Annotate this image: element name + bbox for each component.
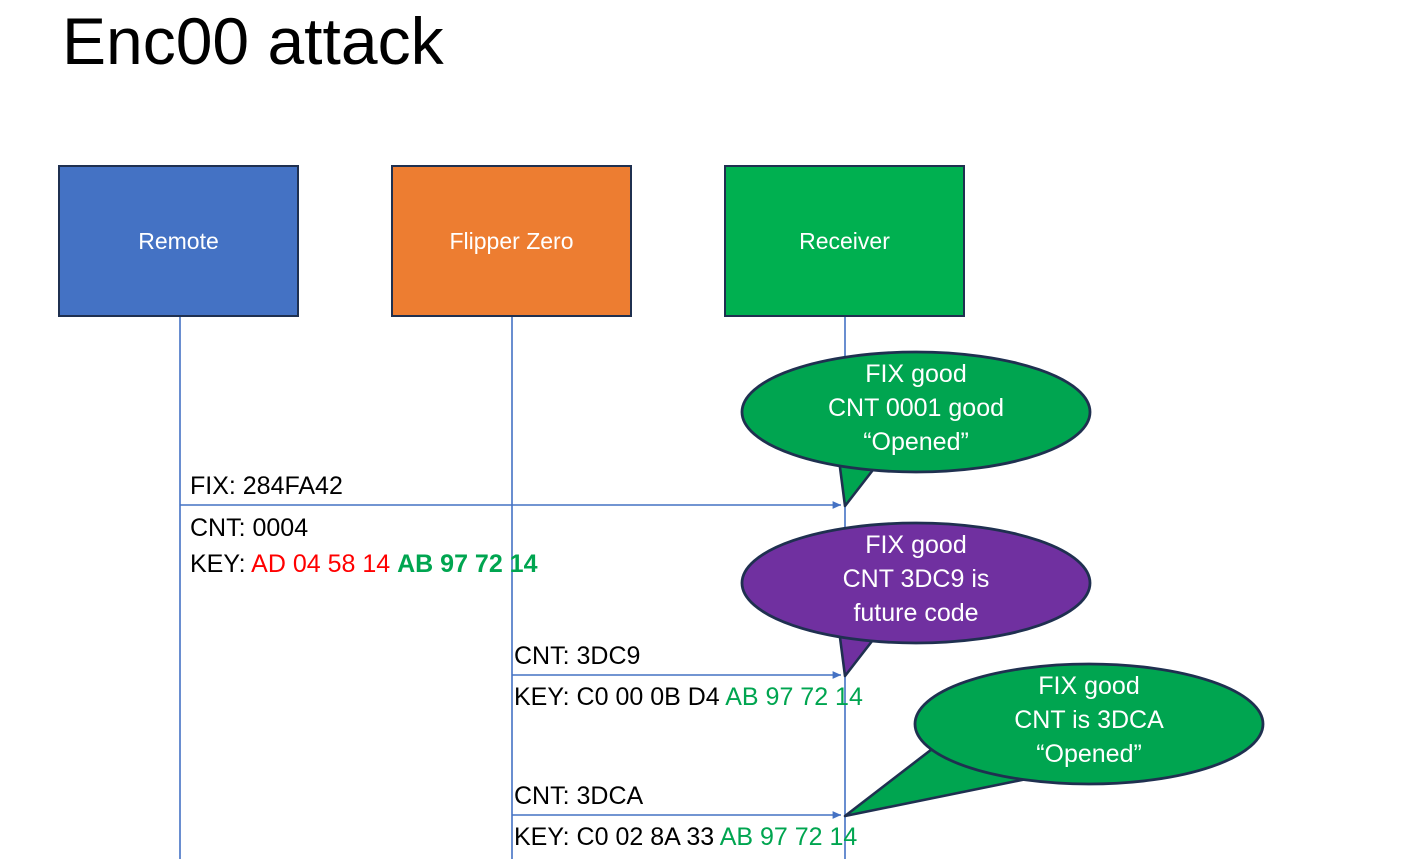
message-3-cnt: CNT: 3DCA (514, 780, 643, 813)
actor-box-remote[interactable]: Remote (58, 165, 299, 317)
callout-shape-3 (843, 662, 1265, 818)
callout-1-line-2: CNT 0001 good (827, 394, 1005, 422)
callout-1-line-3: “Opened” (863, 428, 969, 456)
callout-shape-2 (740, 521, 1092, 678)
message-2-cnt: CNT: 3DC9 (514, 640, 640, 673)
message-3-key: KEY: C0 02 8A 33 AB 97 72 14 (514, 821, 857, 854)
message-1-cnt-text: CNT: 0004 (190, 514, 309, 542)
message-1-key: KEY: AD 04 58 14 AB 97 72 14 (190, 548, 537, 581)
callout-2-text: FIX good CNT 3DC9 is future code (742, 528, 1090, 630)
message-1-fix: FIX: 284FA42 (190, 470, 343, 503)
callout-1-line-1: FIX good (865, 360, 967, 388)
callout-shape-1 (740, 350, 1092, 508)
callout-2-line-2: CNT 3DC9 is (842, 565, 990, 593)
callout-3-text: FIX good CNT is 3DCA “Opened” (915, 669, 1263, 771)
message-2-cnt-text: CNT: 3DC9 (514, 642, 641, 670)
message-1-fix-text: FIX: 284FA42 (190, 472, 343, 500)
message-2-key-label: KEY: C0 00 0B D4 (514, 683, 726, 711)
callout-3-line-3: “Opened” (1036, 740, 1142, 768)
message-1-key-red: AD 04 58 14 (251, 550, 398, 578)
page-title: Enc00 attack (62, 4, 444, 78)
callout-3-line-1: FIX good (1038, 672, 1140, 700)
callout-2-line-3: future code (853, 599, 979, 627)
actor-box-receiver[interactable]: Receiver (724, 165, 965, 317)
callout-3-line-2: CNT is 3DCA (1014, 706, 1164, 734)
message-2-key-green: AB 97 72 14 (725, 683, 863, 711)
message-1-key-green: AB 97 72 14 (397, 550, 538, 578)
actor-box-flipper[interactable]: Flipper Zero (391, 165, 632, 317)
message-3-key-green: AB 97 72 14 (719, 823, 858, 851)
actor-label-remote: Remote (138, 227, 219, 254)
message-2-key: KEY: C0 00 0B D4 AB 97 72 14 (514, 681, 863, 714)
message-3-cnt-text: CNT: 3DCA (514, 782, 644, 810)
callout-2-line-1: FIX good (865, 531, 967, 559)
callout-1-text: FIX good CNT 0001 good “Opened” (742, 357, 1090, 459)
message-3-key-label: KEY: C0 02 8A 33 (514, 823, 720, 851)
actor-label-flipper: Flipper Zero (449, 227, 574, 254)
message-1-cnt: CNT: 0004 (190, 512, 308, 545)
message-1-key-label: KEY: (190, 550, 252, 578)
actor-label-receiver: Receiver (799, 227, 890, 254)
